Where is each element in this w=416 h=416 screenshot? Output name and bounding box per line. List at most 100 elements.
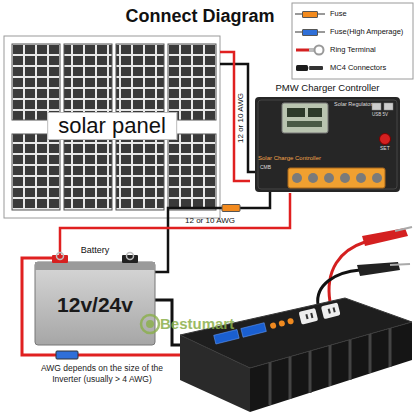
- legend-label: Fuse(High Amperage): [330, 28, 403, 36]
- set-button: [380, 134, 391, 145]
- high-amperage-fuse-symbol: [56, 351, 78, 359]
- inverter-body: [180, 298, 412, 368]
- legend-frame: [292, 3, 413, 79]
- usb-port: [384, 103, 393, 110]
- terminal-block: [372, 173, 382, 183]
- diagram-title: Connect Diagram: [80, 6, 320, 27]
- terminal-block: [340, 173, 350, 183]
- device-print: Solar Charge Controller: [258, 155, 321, 162]
- device-print: USB 5V: [372, 113, 388, 118]
- usb-port: [372, 103, 393, 110]
- lcd-screen: [282, 103, 328, 133]
- inverter-panel: [278, 320, 285, 327]
- panel-label: solar panel: [47, 112, 177, 140]
- device-print: CMB: [260, 165, 271, 171]
- lcd-screen: [282, 103, 328, 133]
- legend-label: Fuse: [330, 10, 347, 18]
- terminal-block: [288, 168, 385, 188]
- lcd-screen: [287, 108, 305, 117]
- mc4-connector-symbol: [296, 65, 308, 71]
- battery: Battery 12v/24v: [30, 243, 160, 348]
- charge-controller: PMW Charger ControllerSolar RegulatorUSB…: [250, 83, 405, 193]
- button-label: SET: [380, 146, 390, 152]
- fuse-leads: [318, 13, 325, 15]
- solar-module: [64, 44, 112, 120]
- black-wire: [155, 192, 270, 272]
- solar-panel-frame: [4, 36, 220, 218]
- inverter-panel: [287, 318, 294, 325]
- inverter-fins: [389, 328, 392, 367]
- charge-controller-body: [255, 97, 400, 192]
- voltage-label: 12v/24v: [30, 293, 160, 316]
- wiring-note: AWG depends on the size of the Inverter …: [38, 363, 166, 384]
- fuse-symbol: [222, 205, 240, 212]
- inverter-panel: [333, 307, 336, 312]
- terminal-block: [308, 173, 318, 183]
- fuse-leads: [295, 13, 302, 15]
- ring-terminal-symbol: [309, 48, 314, 52]
- inverter-panel: [299, 308, 319, 325]
- solar-module: [116, 44, 164, 120]
- solar-panel-frame: [4, 36, 220, 218]
- usb-port: [372, 103, 381, 110]
- ring-terminal-symbol: [296, 49, 311, 52]
- terminal-block: [288, 168, 385, 188]
- inverter-fins: [309, 351, 312, 393]
- legend-frame: [292, 3, 413, 79]
- watermark-logo: [141, 315, 159, 333]
- black-wire: [220, 64, 255, 172]
- fuse-leads: [295, 31, 302, 33]
- wire-gauge-label: 12 or 10 AWG: [185, 217, 235, 225]
- set-button: [380, 134, 391, 145]
- mc4-connector-symbol: [309, 66, 323, 70]
- terminal-block: [356, 173, 366, 183]
- inverter-fins: [329, 345, 332, 386]
- lcd-screen: [287, 121, 322, 127]
- legend-swatch: [302, 29, 318, 36]
- inverter-panel: [269, 322, 276, 329]
- terminal-block: [324, 173, 334, 183]
- red-wire: [22, 243, 182, 355]
- charge-controller-body: [255, 97, 400, 192]
- ring-terminal-symbol: [296, 46, 324, 55]
- fuse-leads: [318, 31, 325, 33]
- red-wire: [59, 243, 62, 256]
- alligator-clamp: [318, 227, 412, 305]
- watermark-logo: [141, 315, 159, 333]
- solar-module: [12, 44, 216, 210]
- charge-controller-body: [258, 100, 397, 189]
- mc4-connector-symbol: [296, 65, 323, 71]
- legend-label: MC4 Connectors: [330, 64, 386, 72]
- alligator-clamp: [362, 228, 408, 246]
- watermark: Bestumart: [160, 315, 234, 334]
- battery-terminal: [57, 253, 64, 260]
- fuse-symbol: [222, 205, 240, 212]
- legend-swatch: [302, 11, 318, 18]
- ring-terminal-symbol: [315, 46, 324, 55]
- red-wire: [22, 258, 182, 355]
- inverter-fins: [270, 328, 390, 405]
- device-print: Solar Regulator: [334, 101, 372, 107]
- device-heading: Battery: [30, 246, 160, 256]
- battery-terminal: [127, 253, 134, 260]
- high-amperage-fuse-symbol: [56, 351, 78, 359]
- inverter-panel: [321, 302, 341, 319]
- inverter-panel: [328, 308, 331, 313]
- wire-gauge-label: 12 or 10 AWG: [237, 93, 245, 143]
- lcd-screen: [308, 108, 322, 117]
- wire-connector: [220, 52, 250, 181]
- battery-body: [35, 262, 155, 270]
- black-wire: [155, 64, 270, 345]
- alligator-clamp: [390, 264, 410, 265]
- solar-module: [12, 134, 60, 210]
- inverter-fins: [369, 334, 372, 373]
- alligator-clamp: [395, 227, 412, 231]
- inverter-panel: [305, 314, 308, 319]
- terminal-block: [292, 173, 302, 183]
- solar-module: [12, 44, 60, 120]
- solar-module: [168, 44, 216, 120]
- inverter-panel: [241, 323, 266, 338]
- wire-connector: [60, 193, 290, 243]
